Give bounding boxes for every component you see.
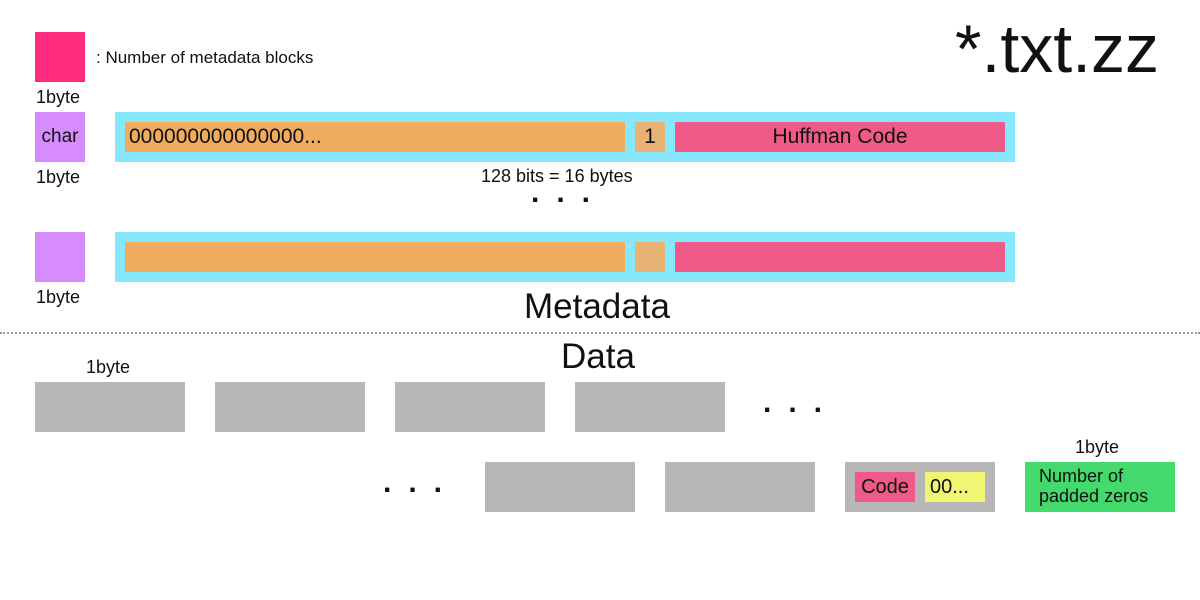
final-padding-field: 00... bbox=[925, 472, 985, 502]
data-byte-size-label: 1byte bbox=[86, 357, 131, 377]
char-size-label-last: 1byte bbox=[36, 287, 81, 307]
data-ellipsis-second: ... bbox=[383, 466, 460, 499]
data-ellipsis: ... bbox=[763, 386, 840, 419]
zero-padding-field: 000000000000000... bbox=[125, 122, 625, 152]
data-byte-block bbox=[215, 382, 365, 432]
char-block-last bbox=[35, 232, 85, 282]
data-byte-block bbox=[575, 382, 725, 432]
data-byte-block bbox=[35, 382, 185, 432]
separator-bit-field: 1 bbox=[635, 122, 665, 152]
separator-bit-field-last bbox=[635, 242, 665, 272]
code-row-size-note: 128 bits = 16 bytes bbox=[481, 166, 633, 186]
section-divider bbox=[0, 332, 1200, 334]
huffman-code-field-last bbox=[675, 242, 1005, 272]
data-byte-block bbox=[665, 462, 815, 512]
metadata-section-label: Metadata bbox=[524, 287, 670, 326]
final-code-field: Code bbox=[855, 472, 915, 502]
file-extension-title: *.txt.zz bbox=[955, 11, 1160, 87]
padded-zeros-count-label: Number of padded zeros bbox=[1039, 466, 1149, 506]
metadata-count-label: : Number of metadata blocks bbox=[96, 48, 314, 67]
data-byte-block bbox=[395, 382, 545, 432]
metadata-count-block bbox=[35, 32, 85, 82]
padded-zeros-count-block: Number of padded zeros bbox=[1025, 462, 1175, 512]
char-block: char bbox=[35, 112, 85, 162]
zero-padding-field-last bbox=[125, 242, 625, 272]
char-label: char bbox=[41, 126, 79, 147]
huffman-code-field: Huffman Code bbox=[675, 122, 1005, 152]
padded-count-size-label: 1byte bbox=[1075, 437, 1120, 457]
metadata-count-size: 1byte bbox=[36, 87, 81, 107]
char-size-label: 1byte bbox=[36, 167, 81, 187]
data-byte-block bbox=[485, 462, 635, 512]
metadata-ellipsis: ... bbox=[531, 176, 608, 209]
data-section-label: Data bbox=[561, 337, 635, 376]
